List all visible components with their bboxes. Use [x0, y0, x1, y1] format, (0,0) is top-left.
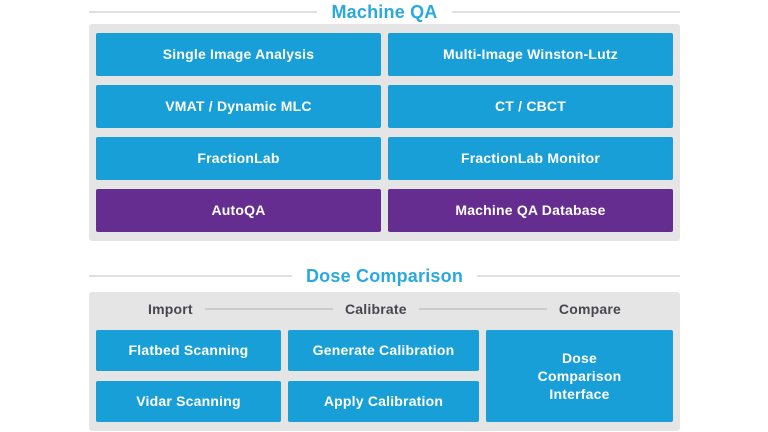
button-vidar-scanning[interactable]: Vidar Scanning [96, 381, 281, 422]
stage-label-import: Import [148, 301, 193, 317]
machine-qa-panel: Single Image Analysis Multi-Image Winsto… [89, 24, 680, 241]
dose-button-grid: Flatbed Scanning Generate Calibration Do… [96, 330, 673, 422]
machine-qa-title-rule-left [89, 11, 318, 13]
machine-qa-title-rule-right [451, 11, 680, 13]
button-single-image-analysis[interactable]: Single Image Analysis [96, 33, 381, 76]
button-ct-cbct[interactable]: CT / CBCT [388, 85, 673, 128]
dose-comparison-title: Dose Comparison [305, 265, 464, 286]
button-vmat-dynamic-mlc[interactable]: VMAT / Dynamic MLC [96, 85, 381, 128]
stage-label-compare: Compare [558, 301, 622, 317]
machine-qa-title: Machine QA [331, 1, 438, 22]
stage-rule-calibrate-compare [418, 308, 547, 310]
stage-rule-import-calibrate [204, 308, 333, 310]
button-fractionlab[interactable]: FractionLab [96, 137, 381, 180]
dose-comparison-panel: Import Calibrate Compare Flatbed Scannin… [89, 292, 680, 431]
machine-qa-title-row: Machine QA [89, 0, 680, 24]
button-autoqa[interactable]: AutoQA [96, 189, 381, 232]
button-flatbed-scanning[interactable]: Flatbed Scanning [96, 330, 281, 371]
button-multi-image-winston-lutz[interactable]: Multi-Image Winston-Lutz [388, 33, 673, 76]
dose-comparison-interface-label: Dose Comparison Interface [537, 349, 622, 403]
dose-stage-row: Import Calibrate Compare [96, 298, 673, 320]
dose-comparison-title-rule-left [89, 275, 292, 277]
button-generate-calibration[interactable]: Generate Calibration [288, 330, 479, 371]
button-fractionlab-monitor[interactable]: FractionLab Monitor [388, 137, 673, 180]
dose-comparison-title-rule-right [477, 275, 680, 277]
stage-label-calibrate: Calibrate [344, 301, 407, 317]
button-machine-qa-database[interactable]: Machine QA Database [388, 189, 673, 232]
dose-comparison-title-row: Dose Comparison [89, 263, 680, 289]
machine-qa-button-grid: Single Image Analysis Multi-Image Winsto… [96, 33, 673, 232]
button-dose-comparison-interface[interactable]: Dose Comparison Interface [486, 330, 673, 422]
button-apply-calibration[interactable]: Apply Calibration [288, 381, 479, 422]
